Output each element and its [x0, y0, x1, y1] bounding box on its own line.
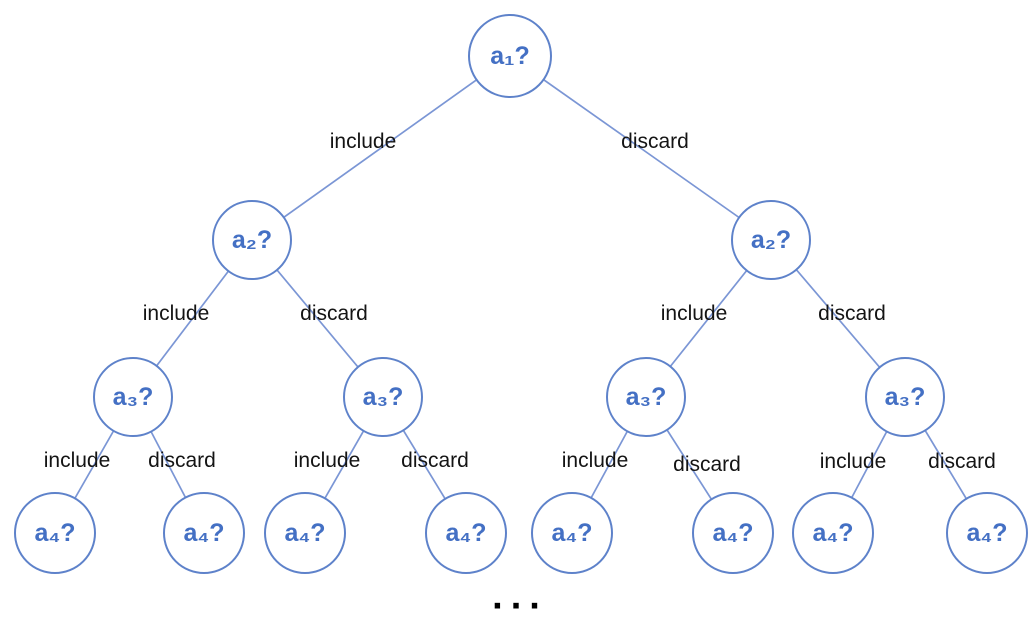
tree-node-a3-2: a₃? [343, 357, 423, 437]
tree-node-a4-4: a₄? [425, 492, 507, 574]
edge-label-discard: discard [401, 449, 469, 472]
edge-label-discard: discard [673, 453, 741, 476]
tree-node-a3-3: a₃? [606, 357, 686, 437]
edge-label-discard: discard [928, 450, 996, 473]
edge-label-include: include [43, 449, 111, 472]
tree-node-a4-2: a₄? [163, 492, 245, 574]
edge-label-include: include [142, 302, 210, 325]
continuation-ellipsis: ... [492, 575, 548, 618]
edge-label-discard: discard [818, 302, 886, 325]
edge-label-include: include [819, 450, 887, 473]
edge-label-include: include [293, 449, 361, 472]
tree-node-a4-8: a₄? [946, 492, 1028, 574]
tree-node-a4-5: a₄? [531, 492, 613, 574]
tree-node-a4-1: a₄? [14, 492, 96, 574]
tree-node-a1: a₁? [468, 14, 552, 98]
edge-label-include: include [660, 302, 728, 325]
edge-label-discard: discard [621, 130, 689, 153]
edge-label-include: include [329, 130, 397, 153]
edge-label-discard: discard [300, 302, 368, 325]
tree-node-a3-1: a₃? [93, 357, 173, 437]
tree-node-a2-right: a₂? [731, 200, 811, 280]
tree-node-a3-4: a₃? [865, 357, 945, 437]
tree-node-a4-6: a₄? [692, 492, 774, 574]
tree-node-a4-3: a₄? [264, 492, 346, 574]
tree-node-a2-left: a₂? [212, 200, 292, 280]
edge-label-include: include [561, 449, 629, 472]
edge-label-discard: discard [148, 449, 216, 472]
tree-node-a4-7: a₄? [792, 492, 874, 574]
